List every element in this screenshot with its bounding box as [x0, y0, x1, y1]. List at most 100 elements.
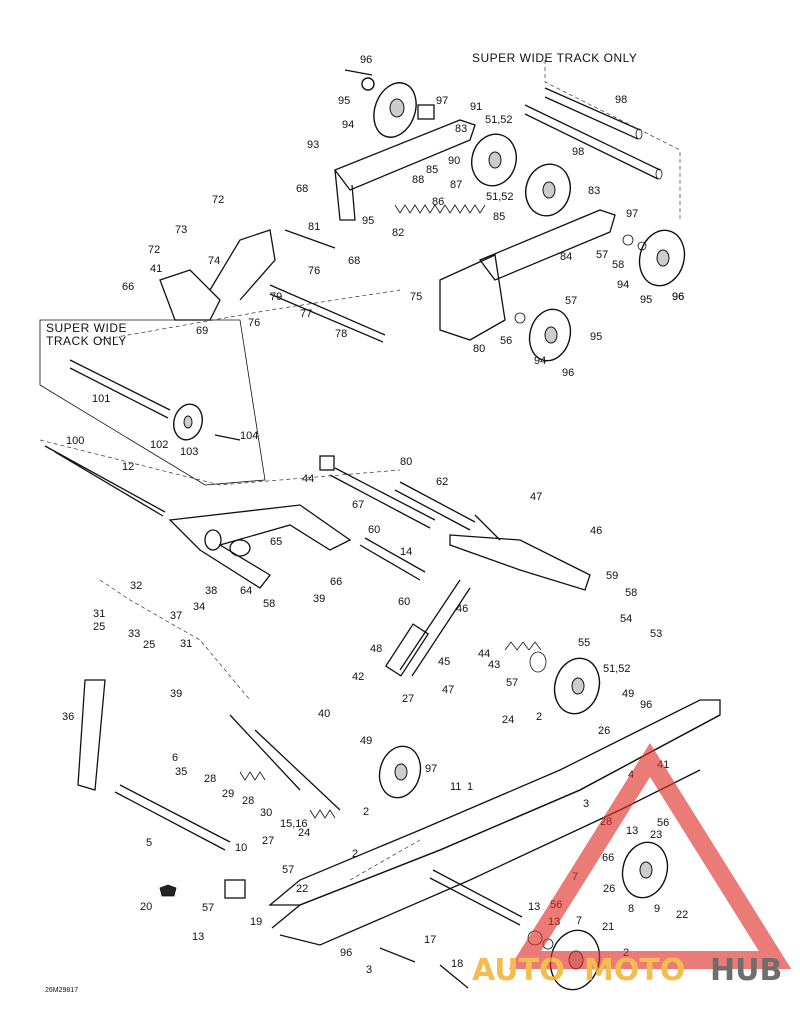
- callout: 24: [298, 827, 310, 839]
- callout: 15,16: [280, 818, 308, 830]
- callout: 80: [400, 456, 412, 468]
- callout: 91: [470, 101, 482, 113]
- callout: 75: [410, 291, 422, 303]
- callout: 96: [340, 947, 352, 959]
- callout: 12: [122, 461, 134, 473]
- callout: 13: [626, 825, 638, 837]
- callout: 68: [348, 255, 360, 267]
- super-wide-box-note-line2: TRACK ONLY: [46, 334, 127, 348]
- callout: 39: [313, 593, 325, 605]
- callout: 3: [583, 798, 589, 810]
- callout: 22: [296, 883, 308, 895]
- callout: 104: [240, 430, 258, 442]
- callout: 39: [170, 688, 182, 700]
- callout: 11: [450, 781, 461, 793]
- callout: 46: [456, 603, 468, 615]
- callout: 7: [576, 915, 582, 927]
- callout: 10: [235, 842, 247, 854]
- callout: 37: [170, 610, 182, 622]
- callout: 58: [625, 587, 637, 599]
- callout: 18: [451, 958, 463, 970]
- callout: 67: [352, 499, 364, 511]
- callout: 13: [192, 931, 204, 943]
- super-wide-track-note: SUPER WIDE TRACK ONLY: [472, 51, 637, 65]
- callout: 76: [248, 317, 260, 329]
- callout: 25: [143, 639, 155, 651]
- callout: 100: [66, 435, 84, 447]
- callout: 45: [438, 656, 450, 668]
- callout: 35: [175, 766, 187, 778]
- callout: 81: [308, 221, 320, 233]
- callout: 1: [467, 781, 473, 793]
- callout: 78: [335, 328, 347, 340]
- callout: 20: [140, 901, 152, 913]
- callout: 27: [402, 693, 414, 705]
- callout: 86: [432, 196, 444, 208]
- callout: 65: [270, 536, 282, 548]
- callout: 85: [426, 164, 438, 176]
- callout: 31: [180, 638, 192, 650]
- callout: 97: [425, 763, 437, 775]
- callout: 84: [560, 251, 572, 263]
- callout: 56: [500, 335, 512, 347]
- callout: 68: [296, 183, 308, 195]
- callout: 94: [534, 355, 546, 367]
- callout: 97: [626, 208, 638, 220]
- callout: 44: [302, 473, 314, 485]
- callout: 98: [572, 146, 584, 158]
- callout: 85: [493, 211, 505, 223]
- callout: 96: [672, 291, 684, 303]
- callout: 82: [392, 227, 404, 239]
- watermark-text-moto: MOTO: [584, 953, 685, 988]
- callout: 66: [122, 281, 134, 293]
- callout: 34: [193, 601, 205, 613]
- callout: 62: [436, 476, 448, 488]
- callout: 88: [412, 174, 424, 186]
- callout: 54: [620, 613, 632, 625]
- callout: 53: [650, 628, 662, 640]
- callout: 40: [318, 708, 330, 720]
- callout: 83: [455, 123, 467, 135]
- front-arm-assembly: [39, 439, 721, 991]
- callout: 25: [93, 621, 105, 633]
- super-wide-box: [39, 319, 266, 486]
- callout: 46: [590, 525, 602, 537]
- callout: 31: [93, 608, 105, 620]
- callout: 56: [657, 817, 669, 829]
- callout: 57: [565, 295, 577, 307]
- callout: 58: [263, 598, 275, 610]
- callout: 98: [615, 94, 627, 106]
- callout: 2: [536, 711, 542, 723]
- callout: 8: [628, 903, 634, 915]
- callout: 66: [602, 852, 614, 864]
- callout: 57: [506, 677, 518, 689]
- watermark-text-auto: AUTO: [472, 953, 565, 988]
- callout: 59: [606, 570, 618, 582]
- callout: 96: [672, 291, 684, 303]
- callout: 95: [590, 331, 602, 343]
- callout: 47: [442, 684, 454, 696]
- callout: 22: [676, 909, 688, 921]
- callout: 49: [622, 688, 634, 700]
- callout: 64: [240, 585, 252, 597]
- callout: 60: [398, 596, 410, 608]
- callout: 57: [596, 249, 608, 261]
- callout: 97: [436, 95, 448, 107]
- callout: 102: [150, 439, 168, 451]
- callout: 41: [150, 263, 162, 275]
- callout: 96: [562, 367, 574, 379]
- callout: 21: [602, 921, 614, 933]
- callout: 32: [130, 580, 142, 592]
- drawing-code: 26M29817: [45, 987, 78, 994]
- callout: 83: [588, 185, 600, 197]
- callout: 72: [148, 244, 160, 256]
- callout: 90: [448, 155, 460, 167]
- callout: 24: [502, 714, 514, 726]
- callout: 57: [282, 864, 294, 876]
- callout: 2: [352, 848, 358, 860]
- callout: 19: [250, 916, 262, 928]
- callout: 5: [146, 837, 152, 849]
- callout: 48: [370, 643, 382, 655]
- top-assembly: [99, 60, 686, 362]
